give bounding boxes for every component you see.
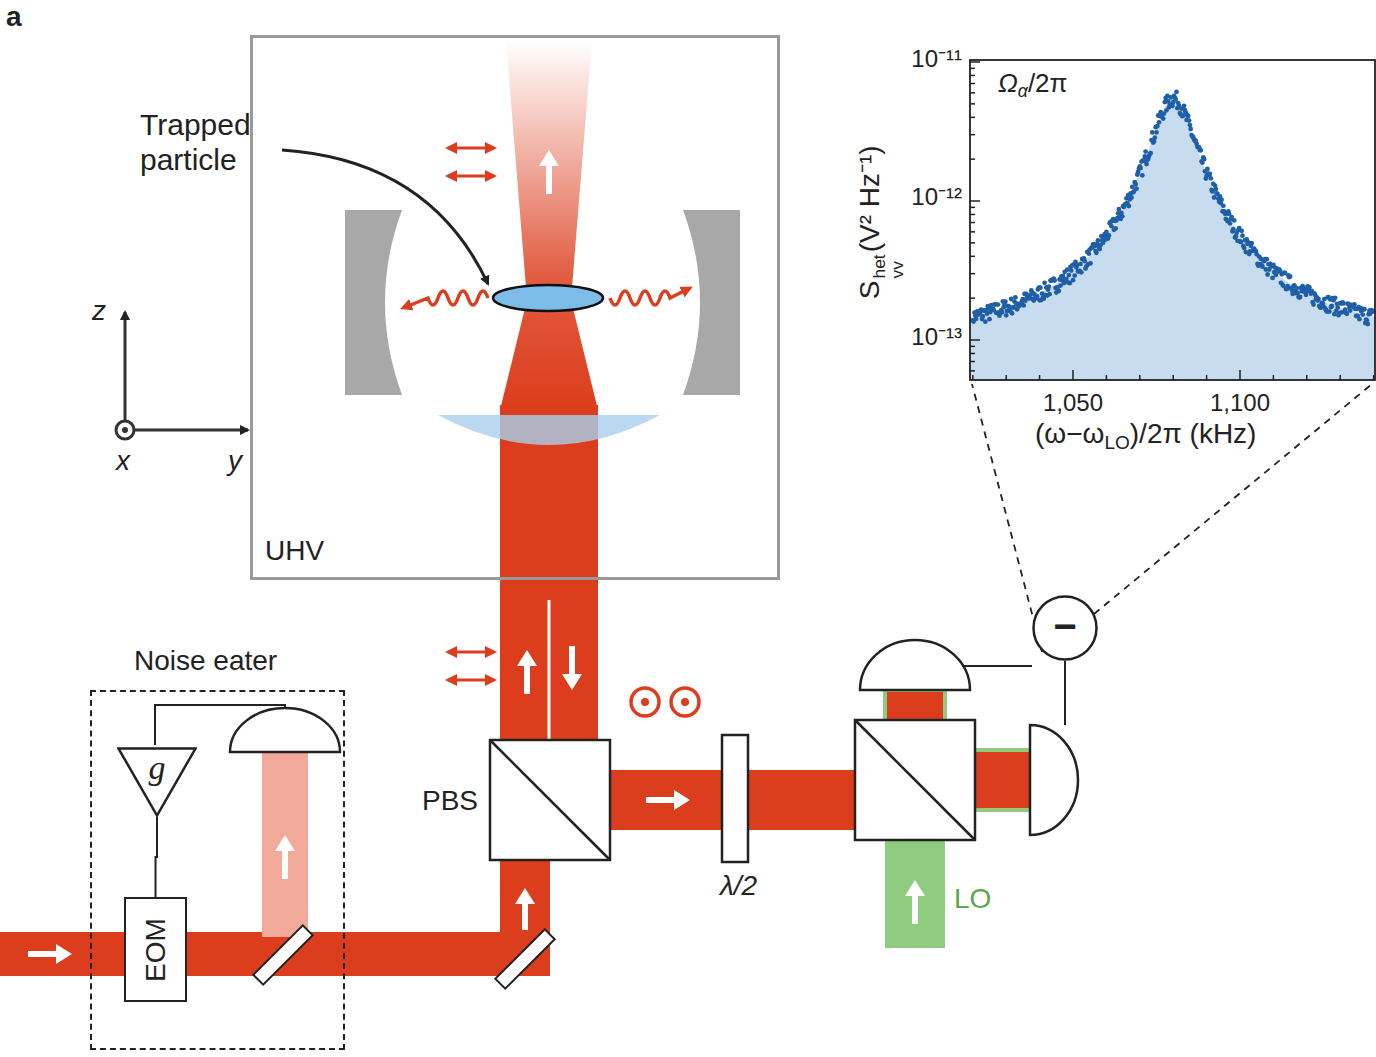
- tick-label: 10⁻¹²: [911, 184, 962, 210]
- node-label: λ/2: [720, 871, 757, 902]
- axis-text: Ω: [998, 70, 1018, 96]
- tick-label: 10⁻¹³: [911, 324, 962, 350]
- tick-label: 1,100: [1210, 390, 1270, 416]
- noise-eater-box: Noise eatergEOM: [90, 690, 345, 1050]
- axis-text: )/2π (kHz): [1130, 420, 1257, 448]
- subtractor-circle: −: [1032, 595, 1098, 661]
- waveplate: λ/2: [722, 735, 748, 862]
- node-label: −: [1053, 604, 1076, 648]
- eom-box: EOM: [124, 897, 187, 1002]
- node-label: UHV: [265, 536, 324, 567]
- axis-letter: z: [92, 296, 106, 327]
- node-label: EOM: [140, 918, 171, 982]
- panel-letter: a: [6, 2, 22, 33]
- script-text: het: [870, 254, 888, 278]
- axis-text: S: [856, 280, 884, 299]
- axis-title: (ω−ωLO)/2π (kHz): [1035, 420, 1256, 448]
- script-text: vv: [888, 254, 906, 278]
- axis-text: (ω−ω: [1035, 420, 1104, 448]
- vacuum-chamber: UHV: [250, 35, 780, 580]
- axis-text: α: [1018, 83, 1028, 101]
- amplifier-triangle: g: [117, 747, 197, 817]
- node-label: Noise eater: [134, 646, 277, 677]
- axis-title: Shetvv(V² Hz⁻¹): [856, 145, 900, 299]
- tick-label: 1,050: [1043, 390, 1103, 416]
- tick-label: 10⁻¹¹: [911, 46, 962, 72]
- callout-label: Trapped particle: [140, 108, 305, 177]
- signal-wire: [156, 817, 158, 897]
- axis-letter: x: [116, 446, 130, 477]
- axis-text: /2π: [1028, 70, 1068, 96]
- axis-text: (V² Hz⁻¹): [856, 145, 884, 252]
- node-label: g: [149, 749, 166, 786]
- beam-splitter: PBS: [490, 740, 610, 860]
- script-stack: hetvv: [870, 254, 906, 278]
- axis-text: LO: [1104, 433, 1129, 452]
- node-label: PBS: [422, 786, 478, 817]
- axis-title: Ωα/2π: [998, 70, 1068, 96]
- axis-letter: y: [228, 446, 242, 477]
- beam-label: LO: [954, 884, 991, 915]
